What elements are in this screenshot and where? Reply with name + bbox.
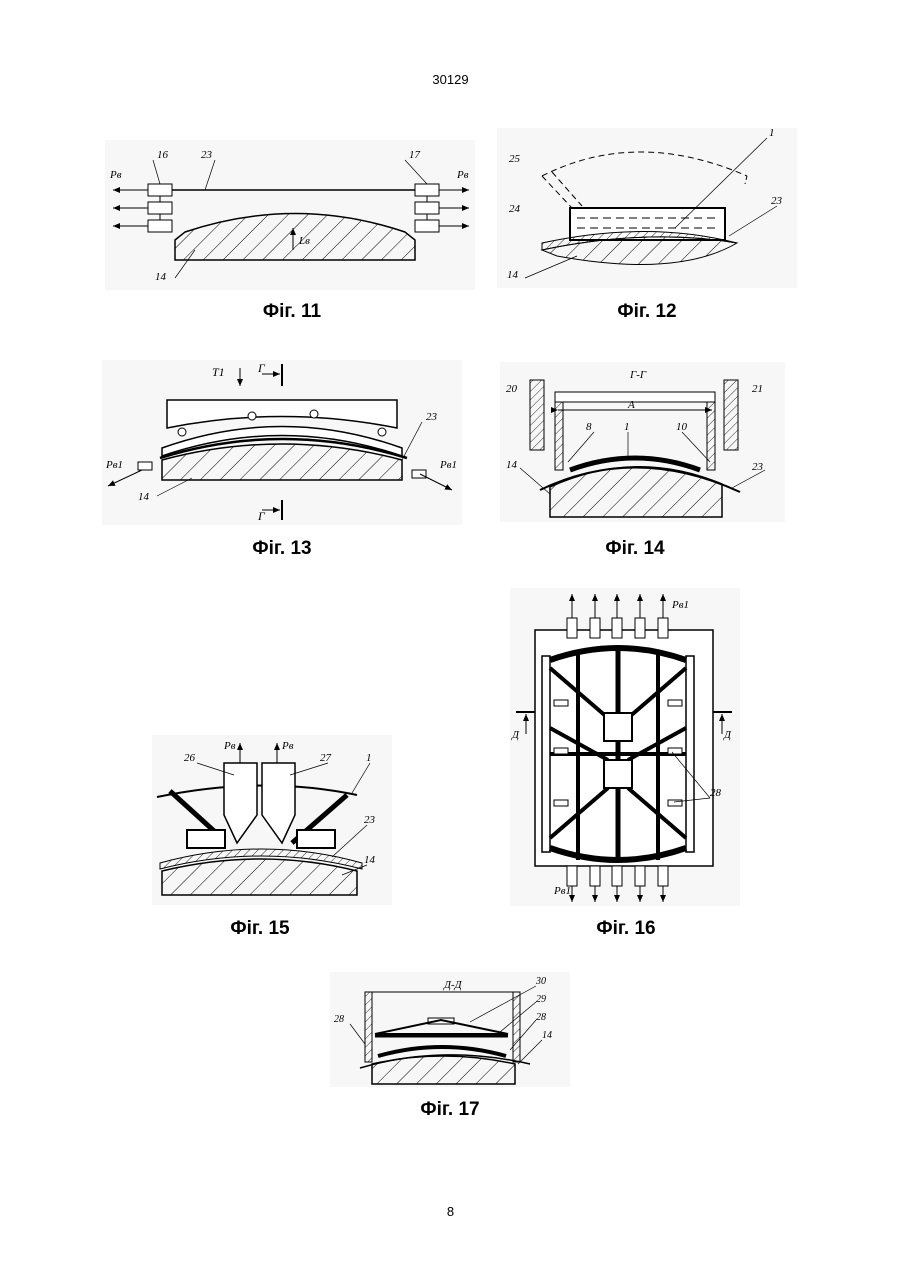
label-d-right: Д xyxy=(723,729,732,741)
figure-16-drawing: Pв1 Pв1 Д Д 28 xyxy=(510,588,740,906)
label-20: 20 xyxy=(506,383,518,395)
label-14: 14 xyxy=(364,854,376,866)
figure-17-caption: Фіг. 17 xyxy=(340,1099,560,1121)
figure-13-drawing: T1 Г Г 23 Pв1 Pв1 14 xyxy=(102,360,462,525)
label-29: 29 xyxy=(536,994,546,1005)
label-23: 23 xyxy=(752,461,764,473)
label-28-left: 28 xyxy=(334,1014,344,1025)
label-14: 14 xyxy=(507,269,519,281)
label-1: 1 xyxy=(769,128,775,139)
figure-17-drawing: Д-Д 30 29 28 28 14 xyxy=(330,972,570,1087)
label-14: 14 xyxy=(542,1030,552,1041)
figure-15-drawing: 26 27 Pв Pв 1 23 14 xyxy=(152,735,392,905)
label-pv1-right: Pв1 xyxy=(439,459,457,471)
label-lv: Lв xyxy=(298,235,310,247)
label-16: 16 xyxy=(157,149,169,161)
label-d-d: Д-Д xyxy=(443,979,463,991)
figure-16-caption: Фіг. 16 xyxy=(516,918,736,940)
label-28-right: 28 xyxy=(536,1012,546,1023)
label-1: 1 xyxy=(624,421,630,433)
label-a: A xyxy=(627,399,635,411)
label-17: 17 xyxy=(409,149,421,161)
label-pv-right: Pв xyxy=(281,740,294,752)
label-t1: T1 xyxy=(212,365,225,379)
label-pv1-bottom: Pв1 xyxy=(553,885,571,897)
label-23: 23 xyxy=(426,411,438,423)
label-23: 23 xyxy=(364,814,376,826)
label-14: 14 xyxy=(155,271,167,283)
label-pv1-left: Pв1 xyxy=(105,459,123,471)
label-g-g: Г-Г xyxy=(629,369,647,381)
label-pv-left: Pв xyxy=(109,169,122,181)
figure-13-caption: Фіг. 13 xyxy=(172,538,392,560)
figure-12-caption: Фіг. 12 xyxy=(537,301,757,323)
page-number: 8 xyxy=(0,1204,901,1219)
label-28: 28 xyxy=(710,787,722,799)
label-14: 14 xyxy=(506,459,518,471)
figure-12-drawing: 1 25 24 23 14 xyxy=(497,128,797,288)
label-d-left: Д xyxy=(511,729,520,741)
label-23: 23 xyxy=(201,149,213,161)
label-10: 10 xyxy=(676,421,688,433)
label-23: 23 xyxy=(771,195,783,207)
label-g-top: Г xyxy=(257,361,266,375)
page-header-code: 30129 xyxy=(0,72,901,87)
figure-14-caption: Фіг. 14 xyxy=(525,538,745,560)
label-24: 24 xyxy=(509,203,521,215)
label-27: 27 xyxy=(320,752,332,764)
label-pv-left: Pв xyxy=(223,740,236,752)
label-25: 25 xyxy=(509,153,521,165)
label-14: 14 xyxy=(138,491,150,503)
figure-15-caption: Фіг. 15 xyxy=(150,918,370,940)
figure-11-drawing: 16 23 17 Pв Pв Lв 14 xyxy=(105,140,475,290)
label-g-bottom: Г xyxy=(257,509,266,523)
figure-11-caption: Фіг. 11 xyxy=(182,301,402,323)
figure-14-drawing: Г-Г 20 21 A 8 1 10 14 23 xyxy=(500,362,785,522)
label-pv-right: Pв xyxy=(456,169,469,181)
label-30: 30 xyxy=(535,976,546,987)
label-pv1-top: Pв1 xyxy=(671,599,689,611)
label-8: 8 xyxy=(586,421,592,433)
label-26: 26 xyxy=(184,752,196,764)
label-21: 21 xyxy=(752,383,763,395)
label-1: 1 xyxy=(366,752,372,764)
